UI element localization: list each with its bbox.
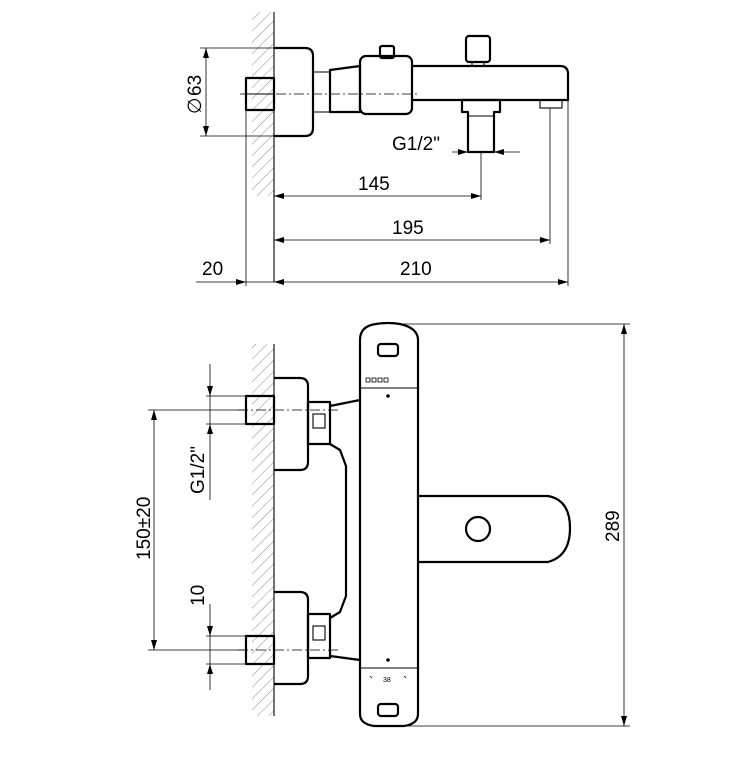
top-handle-slot xyxy=(376,342,400,358)
pipe-upper-top xyxy=(329,398,361,408)
wall-hatch-top xyxy=(252,12,274,196)
dim-210: 210 xyxy=(400,259,432,280)
dim-20: 20 xyxy=(202,259,223,280)
dim-289: 289 xyxy=(603,510,624,542)
spout-front xyxy=(418,494,572,564)
dia-arrow-top xyxy=(203,48,209,58)
mixer-body-top xyxy=(358,54,414,116)
pipe-curve xyxy=(329,443,348,619)
front-view: 38 G1/2" 150±20 10 xyxy=(134,321,630,728)
diverter-knob xyxy=(464,34,492,64)
dim-145: 145 xyxy=(358,174,390,195)
indicator-squares xyxy=(365,377,389,383)
top-knob xyxy=(378,44,396,60)
spout-top xyxy=(412,64,570,102)
upper-nut xyxy=(306,400,332,446)
lower-nut-inner xyxy=(312,625,326,641)
dim-195: 195 xyxy=(392,218,424,239)
mixer-body-front xyxy=(358,321,420,728)
thread-arrow-left xyxy=(458,149,468,155)
height-arrow-top xyxy=(621,324,627,334)
dim-10: 10 xyxy=(188,585,209,606)
arrow-210-l xyxy=(274,279,284,285)
arrow-210-r xyxy=(558,279,568,285)
spout-aerator xyxy=(539,99,563,109)
arrow-195-l xyxy=(274,237,284,243)
offset-arrow-top xyxy=(207,626,213,636)
diameter-symbol: ∅ xyxy=(185,97,206,114)
lower-eccentric xyxy=(274,590,310,686)
dim-150: 150±20 xyxy=(134,497,155,560)
side-view: ∅ 63 G1/2" 145 195 20 210 xyxy=(185,12,570,286)
shower-outlet xyxy=(460,98,502,154)
arrow-20 xyxy=(236,279,246,285)
eccentric-body xyxy=(274,46,315,138)
thread-arrow-right xyxy=(494,149,504,155)
upper-nut-inner xyxy=(312,413,326,429)
neck xyxy=(328,64,362,114)
upper-eccentric xyxy=(274,376,310,472)
arrow-145-l xyxy=(274,193,284,199)
pipe-lower-bottom xyxy=(329,654,361,662)
marker-dot-bottom xyxy=(386,658,390,662)
dim-diameter-63: 63 xyxy=(185,75,206,96)
lower-nut xyxy=(306,612,332,660)
height-arrow-bottom xyxy=(621,716,627,726)
diverter-button xyxy=(464,515,492,543)
arrow-145-r xyxy=(471,193,481,199)
thread-arrow-bottom xyxy=(207,424,213,434)
dim-thread-side: G1/2" xyxy=(392,134,440,155)
bottom-handle-slot xyxy=(376,702,400,718)
thread-arrow-top xyxy=(207,386,213,396)
marker-dot-top xyxy=(386,394,390,398)
wall-hatch-front xyxy=(252,344,274,716)
dim-thread-front: G1/2" xyxy=(188,446,209,494)
spacing-arrow-bottom xyxy=(151,640,157,650)
spacing-arrow-top xyxy=(151,410,157,420)
dia-arrow-bottom xyxy=(203,126,209,136)
arrow-195-r xyxy=(540,237,550,243)
offset-arrow-bottom xyxy=(207,664,213,674)
temperature-mark: 38 xyxy=(383,677,391,684)
